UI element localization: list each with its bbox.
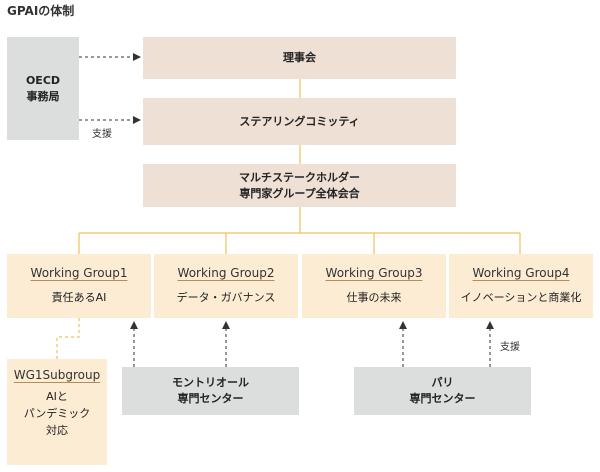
oecd-secretariat-box: OECD 事務局 — [7, 37, 79, 140]
montreal-center-box: モントリオール 専門センター — [122, 367, 299, 415]
mpe-line2: 専門家グループ全体会合 — [239, 186, 360, 200]
wg1-subgroup-link — [56, 318, 80, 359]
working-group-3-topic: 仕事の未来 — [346, 291, 402, 304]
oecd-line1: OECD — [25, 73, 61, 87]
working-group-2-name: Working Group2 — [177, 266, 275, 280]
working-group-2-box: Working Group2 データ・ガバナンス — [154, 254, 298, 318]
support-label-paris: 支援 — [500, 342, 520, 353]
working-group-4-topic: イノベーションと商業化 — [460, 291, 582, 304]
working-group-3-name: Working Group3 — [325, 266, 423, 280]
montreal-line1: モントリオール — [172, 376, 249, 389]
working-group-1-topic: 責任あるAI — [51, 291, 107, 304]
working-group-1-box: Working Group1 責任あるAI — [7, 254, 151, 318]
mpe-line1: マルチステークホルダー — [239, 170, 360, 184]
oecd-line2: 事務局 — [26, 89, 60, 103]
paris-line1: パリ — [431, 376, 454, 389]
working-group-4-box: Working Group4 イノベーションと商業化 — [449, 254, 593, 318]
working-group-1-name: Working Group1 — [30, 266, 128, 280]
steering-committee-box: ステアリングコミッティ — [143, 98, 456, 145]
subgroup-topic-line2: パンデミック — [23, 407, 91, 420]
wg1-subgroup-topic: AIと パンデミック 対応 — [24, 388, 91, 439]
wg1-subgroup-box: WG1Subgroup AIと パンデミック 対応 — [7, 359, 107, 465]
working-group-3-box: Working Group3 仕事の未来 — [302, 254, 446, 318]
wg1-subgroup-name: WG1Subgroup — [13, 368, 101, 382]
montreal-line2: 専門センター — [177, 392, 244, 405]
subgroup-topic-line1: AIと — [46, 390, 68, 403]
paris-center-box: パリ 専門センター — [354, 367, 531, 415]
working-group-4-name: Working Group4 — [472, 266, 570, 280]
diagram-title: GPAIの体制 — [7, 4, 75, 18]
mpe-plenary-box: マルチステークホルダー 専門家グループ全体会合 — [143, 164, 456, 207]
support-label-oecd: 支援 — [92, 129, 112, 140]
council-box: 理事会 — [143, 37, 456, 79]
paris-line2: 専門センター — [409, 392, 476, 405]
subgroup-topic-line3: 対応 — [46, 424, 68, 437]
working-group-2-topic: データ・ガバナンス — [176, 291, 276, 304]
